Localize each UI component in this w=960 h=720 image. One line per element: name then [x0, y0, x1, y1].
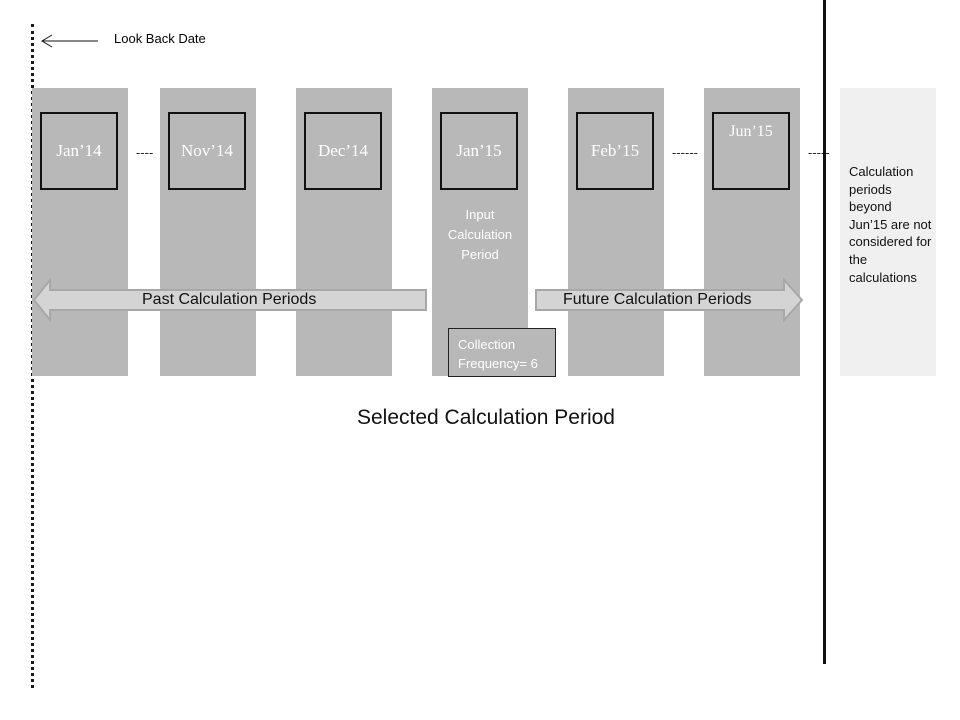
ellipsis-dashes: -----	[808, 145, 830, 160]
past-periods-arrow	[32, 277, 427, 323]
future-periods-arrow	[535, 277, 804, 323]
input-calculation-period-label: Input Calculation Period	[432, 205, 528, 265]
diagram-caption: Selected Calculation Period	[357, 406, 615, 429]
past-periods-label: Past Calculation Periods	[142, 291, 317, 308]
left-arrow-icon	[41, 34, 98, 48]
period-box-jan15: Jan’15	[440, 112, 518, 190]
input-label-line: Period	[461, 247, 499, 262]
future-periods-label: Future Calculation Periods	[563, 291, 752, 308]
period-column-nov14	[160, 88, 256, 376]
collection-frequency-line: Frequency= 6	[458, 356, 538, 371]
period-column-feb15	[568, 88, 664, 376]
beyond-periods-note: Calculation periods beyond Jun’15 are no…	[849, 164, 932, 285]
period-box-dec14: Dec’14	[304, 112, 382, 190]
look-back-date-label: Look Back Date	[114, 31, 206, 46]
period-column-dec14	[296, 88, 392, 376]
period-column-jan14	[32, 88, 128, 376]
period-box-nov14: Nov’14	[168, 112, 246, 190]
calculation-boundary-line	[823, 0, 826, 664]
ellipsis-dashes: ------	[672, 145, 698, 160]
input-label-line: Calculation	[447, 227, 513, 242]
collection-frequency-line: Collection	[458, 337, 516, 352]
period-box-jun15: Jun’15	[712, 112, 790, 190]
ellipsis-dashes: ----	[136, 145, 154, 160]
collection-frequency-box: Collection Frequency= 6	[448, 328, 556, 377]
input-label-line: Input	[465, 207, 495, 222]
period-box-jan14: Jan’14	[40, 112, 118, 190]
period-column-jun15	[704, 88, 800, 376]
beyond-period-column	[840, 88, 936, 376]
period-box-feb15: Feb’15	[576, 112, 654, 190]
